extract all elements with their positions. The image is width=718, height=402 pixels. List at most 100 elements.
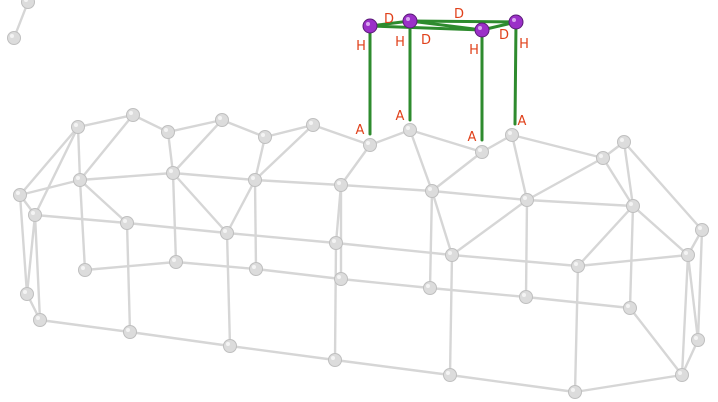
frame-bond bbox=[601, 156, 635, 208]
frame-atom bbox=[328, 353, 342, 367]
frame-bond bbox=[576, 204, 635, 268]
frame-bond bbox=[128, 330, 232, 348]
frame-bond bbox=[166, 118, 224, 134]
frame-nodes bbox=[7, 0, 709, 399]
frame-bond bbox=[680, 253, 690, 377]
frame-atom bbox=[33, 313, 47, 327]
frame-bond bbox=[334, 241, 454, 257]
frame-atom bbox=[161, 125, 175, 139]
frame-bond bbox=[333, 241, 338, 362]
frame-atom bbox=[475, 145, 489, 159]
frame-atom bbox=[443, 368, 457, 382]
frame-bond bbox=[408, 128, 434, 193]
frame-atom-highlight bbox=[164, 128, 168, 132]
frame-bond bbox=[573, 264, 580, 394]
frame-bond bbox=[450, 253, 580, 268]
frame-bond bbox=[225, 231, 232, 348]
frame-atom bbox=[423, 281, 437, 295]
atom-label-h3: H bbox=[469, 43, 479, 58]
frame-atom bbox=[425, 184, 439, 198]
frame-atom-highlight bbox=[366, 141, 370, 145]
frame-bond bbox=[311, 123, 372, 147]
frame-atom bbox=[306, 118, 320, 132]
frame-atom bbox=[520, 193, 534, 207]
frame-bond bbox=[76, 125, 82, 182]
atom-label-h1: H bbox=[356, 39, 366, 54]
added-nodes bbox=[362, 13, 524, 38]
atom-label-a1: A bbox=[356, 123, 365, 138]
frame-bond bbox=[253, 135, 267, 182]
frame-atom bbox=[623, 301, 637, 315]
frame-atom-highlight bbox=[123, 219, 127, 223]
frame-bond bbox=[18, 125, 80, 197]
frame-atom-highlight bbox=[16, 191, 20, 195]
frame-atom bbox=[571, 259, 585, 273]
frame-atom bbox=[445, 248, 459, 262]
frame-bond bbox=[576, 253, 690, 268]
frame-atom-highlight bbox=[448, 251, 452, 255]
frame-bond bbox=[622, 140, 704, 232]
frame-atom-highlight bbox=[571, 388, 575, 392]
frame-atom-highlight bbox=[332, 239, 336, 243]
frame-bond bbox=[525, 156, 605, 202]
frame-atom-highlight bbox=[261, 133, 265, 137]
frame-bond bbox=[686, 253, 700, 342]
frame-bond bbox=[428, 189, 434, 290]
frame-atom bbox=[169, 255, 183, 269]
frame-bond bbox=[83, 260, 178, 272]
frame-atom bbox=[596, 151, 610, 165]
frame-atom bbox=[215, 113, 229, 127]
frame-atom-highlight bbox=[74, 123, 78, 127]
frame-bond bbox=[174, 260, 258, 271]
frame-atom bbox=[258, 130, 272, 144]
frame-atom bbox=[248, 173, 262, 187]
frame-bond bbox=[448, 373, 577, 394]
frame-atom bbox=[519, 290, 533, 304]
frame-atom bbox=[220, 226, 234, 240]
added-atom bbox=[508, 14, 524, 30]
added-bond bbox=[408, 19, 484, 32]
frame-bond bbox=[125, 221, 132, 334]
frame-bond bbox=[225, 231, 338, 245]
frame-atom-highlight bbox=[337, 181, 341, 185]
frame-bond bbox=[171, 118, 224, 175]
frame-atom-highlight bbox=[10, 34, 14, 38]
frame-atom bbox=[223, 339, 237, 353]
frame-bond bbox=[33, 125, 80, 217]
frame-atom-highlight bbox=[81, 266, 85, 270]
added-atom-highlight bbox=[366, 22, 370, 26]
frame-atom-highlight bbox=[31, 211, 35, 215]
frame-bond bbox=[254, 267, 343, 281]
frame-atom bbox=[71, 120, 85, 134]
frame-bond bbox=[253, 178, 258, 271]
frame-atom bbox=[123, 325, 137, 339]
added-atom bbox=[362, 18, 378, 34]
frame-atom-highlight bbox=[426, 284, 430, 288]
frame-atom-highlight bbox=[252, 265, 256, 269]
frame-atom bbox=[78, 263, 92, 277]
frame-atom-highlight bbox=[226, 342, 230, 346]
frame-atom-highlight bbox=[523, 196, 527, 200]
frame-bond bbox=[228, 344, 337, 362]
frame-atom bbox=[505, 128, 519, 142]
frame-atom bbox=[691, 333, 705, 347]
frame-atom-highlight bbox=[406, 126, 410, 130]
added-bond bbox=[408, 19, 518, 24]
frame-atom-highlight bbox=[172, 258, 176, 262]
frame-bond bbox=[220, 118, 267, 139]
frame-bond bbox=[622, 140, 635, 208]
frame-atom-highlight bbox=[126, 328, 130, 332]
frame-atom bbox=[13, 188, 27, 202]
frame-atom-highlight bbox=[428, 187, 432, 191]
frame-atom-highlight bbox=[251, 176, 255, 180]
frame-bond bbox=[225, 178, 257, 235]
frame-bond bbox=[524, 198, 529, 299]
frame-atom bbox=[695, 223, 709, 237]
frame-edges bbox=[12, 0, 704, 394]
frame-atom-highlight bbox=[522, 293, 526, 297]
frame-atom-highlight bbox=[478, 148, 482, 152]
frame-atom bbox=[166, 166, 180, 180]
added-bond bbox=[368, 24, 484, 32]
frame-atom-highlight bbox=[629, 202, 633, 206]
